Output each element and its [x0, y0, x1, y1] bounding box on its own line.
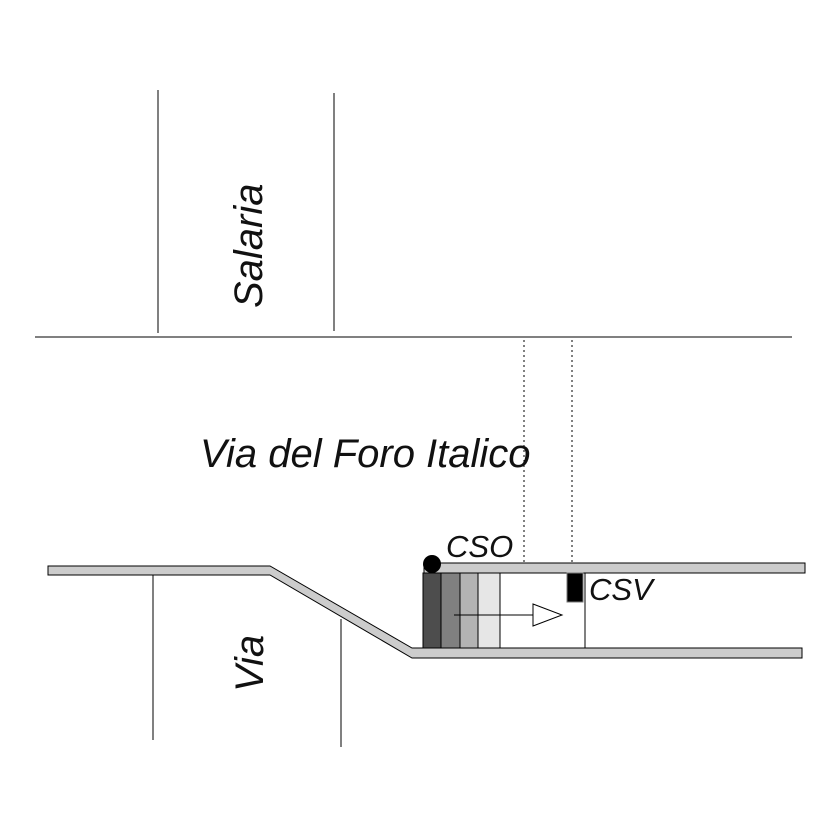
- lower-curb: [47, 565, 803, 659]
- csv-marker-icon: [566, 572, 584, 603]
- salaria-label: Salaria: [227, 183, 271, 308]
- cso-label: CSO: [446, 529, 513, 564]
- via-del-foro-italico-label: Via del Foro Italico: [200, 432, 531, 476]
- queue-block-3: [459, 572, 479, 649]
- via-label: Via: [228, 635, 272, 692]
- csv-label: CSV: [589, 572, 656, 607]
- queue-block-1: [422, 572, 442, 649]
- direction-arrow-head-icon: [532, 603, 564, 627]
- cso-marker-icon: [423, 555, 441, 573]
- queue-block-4: [477, 572, 501, 649]
- queue-block-2: [440, 572, 461, 649]
